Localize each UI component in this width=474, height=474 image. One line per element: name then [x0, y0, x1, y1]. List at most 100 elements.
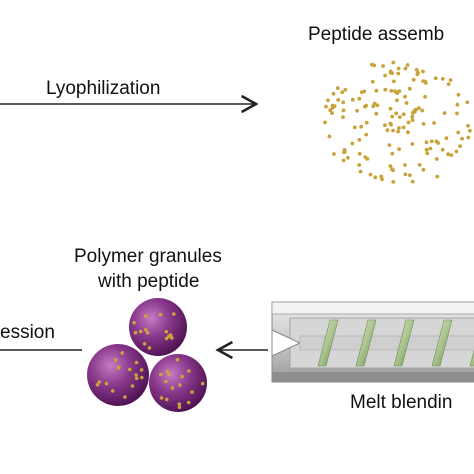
- peptide-dot: [417, 163, 422, 167]
- granule-dot: [140, 375, 144, 380]
- granule-dot: [144, 327, 148, 332]
- granule-dot: [110, 389, 115, 393]
- screw-flight: [355, 319, 377, 367]
- peptide-dot: [363, 155, 368, 160]
- peptide-dot: [364, 103, 368, 108]
- peptide-dot: [379, 174, 384, 179]
- peptide-dot: [432, 121, 436, 125]
- peptide-dot: [374, 111, 379, 116]
- granule-dot: [133, 330, 138, 335]
- granule-dot: [104, 381, 109, 386]
- peptide-dot: [341, 108, 346, 113]
- granule-right: [149, 354, 207, 412]
- granule-top: [129, 298, 187, 356]
- peptide-dot: [357, 163, 362, 167]
- peptide-dot: [359, 124, 364, 129]
- peptide-dot: [323, 120, 327, 125]
- peptide-dot: [372, 63, 377, 68]
- screw-flight: [469, 349, 474, 367]
- granule-dot: [180, 374, 184, 379]
- polymer-granules-line-2: with peptide: [98, 271, 200, 292]
- peptide-dot: [391, 128, 395, 133]
- peptide-dot: [424, 140, 429, 145]
- peptide-dot: [406, 130, 410, 135]
- peptide-dot: [390, 151, 395, 156]
- peptide-dot: [389, 88, 394, 93]
- peptide-assembly-dots: [323, 60, 472, 184]
- peptide-dot: [421, 167, 426, 172]
- peptide-dot: [396, 129, 400, 134]
- peptide-dot: [446, 82, 451, 86]
- peptide-dot: [423, 94, 427, 99]
- peptide-dot: [403, 94, 407, 99]
- peptide-dot: [390, 114, 395, 119]
- peptide-dot: [397, 126, 401, 130]
- peptide-dot: [372, 101, 377, 106]
- peptide-dot: [395, 98, 399, 103]
- peptide-dot: [407, 86, 412, 91]
- granule-left: [87, 344, 149, 406]
- peptide-dot: [440, 147, 445, 152]
- peptide-dot: [383, 87, 388, 92]
- melt-blending-label: Melt blendin: [350, 392, 453, 413]
- peptide-dot: [417, 106, 421, 110]
- peptide-dot: [324, 104, 328, 109]
- granule-dot: [190, 390, 194, 394]
- peptide-dot: [383, 123, 387, 128]
- peptide-dot: [374, 88, 379, 93]
- peptide-dot: [468, 128, 472, 133]
- screw-flight: [393, 319, 415, 367]
- granule-dot: [132, 320, 136, 325]
- peptide-dot: [331, 91, 336, 96]
- granule-dot: [164, 329, 169, 334]
- peptide-dot: [444, 136, 449, 141]
- peptide-dot: [410, 114, 415, 119]
- peptide-dot: [332, 152, 336, 156]
- peptide-dot: [456, 130, 461, 135]
- screw-flight: [317, 319, 339, 367]
- peptide-dot: [425, 151, 430, 156]
- granule-dot: [130, 384, 135, 388]
- peptide-dot: [330, 103, 335, 108]
- peptide-dot: [360, 90, 364, 95]
- peptide-dot: [391, 60, 396, 65]
- peptide-dot: [403, 163, 407, 167]
- peptide-dot: [388, 164, 393, 168]
- peptide-dot: [455, 111, 459, 116]
- peptide-dot: [341, 158, 346, 163]
- peptide-dot: [364, 132, 369, 137]
- granule-dot: [170, 336, 174, 340]
- granule-dot: [145, 330, 150, 335]
- granule-dot: [158, 312, 163, 317]
- peptide-dot: [433, 76, 438, 81]
- peptide-dot: [440, 77, 445, 81]
- peptide-dot: [352, 125, 357, 130]
- peptide-dot: [414, 67, 419, 72]
- extruder: [271, 301, 474, 383]
- compression-label: ession: [0, 322, 55, 343]
- granule-dot: [165, 369, 170, 374]
- granule-dot: [170, 386, 175, 390]
- peptide-dot: [442, 111, 447, 115]
- screw-flight: [431, 319, 453, 367]
- peptide-dot: [404, 101, 409, 105]
- peptide-dot: [342, 148, 347, 152]
- peptide-dot: [396, 66, 401, 71]
- peptide-dot: [466, 123, 470, 128]
- peptide-dot: [448, 78, 453, 82]
- peptide-dot: [424, 147, 429, 152]
- peptide-dot: [391, 180, 396, 184]
- granule-dot: [175, 357, 180, 362]
- peptide-dot: [330, 111, 334, 115]
- peptide-dot: [336, 98, 341, 102]
- peptide-dot: [466, 135, 471, 140]
- peptide-dot: [341, 100, 346, 105]
- peptide-dot: [403, 172, 408, 177]
- granule-dot: [138, 329, 143, 334]
- peptide-dot: [410, 142, 415, 146]
- peptide-dot: [355, 108, 359, 113]
- peptide-dot: [421, 69, 425, 74]
- peptide-dot: [328, 108, 333, 113]
- peptide-dot: [346, 155, 350, 160]
